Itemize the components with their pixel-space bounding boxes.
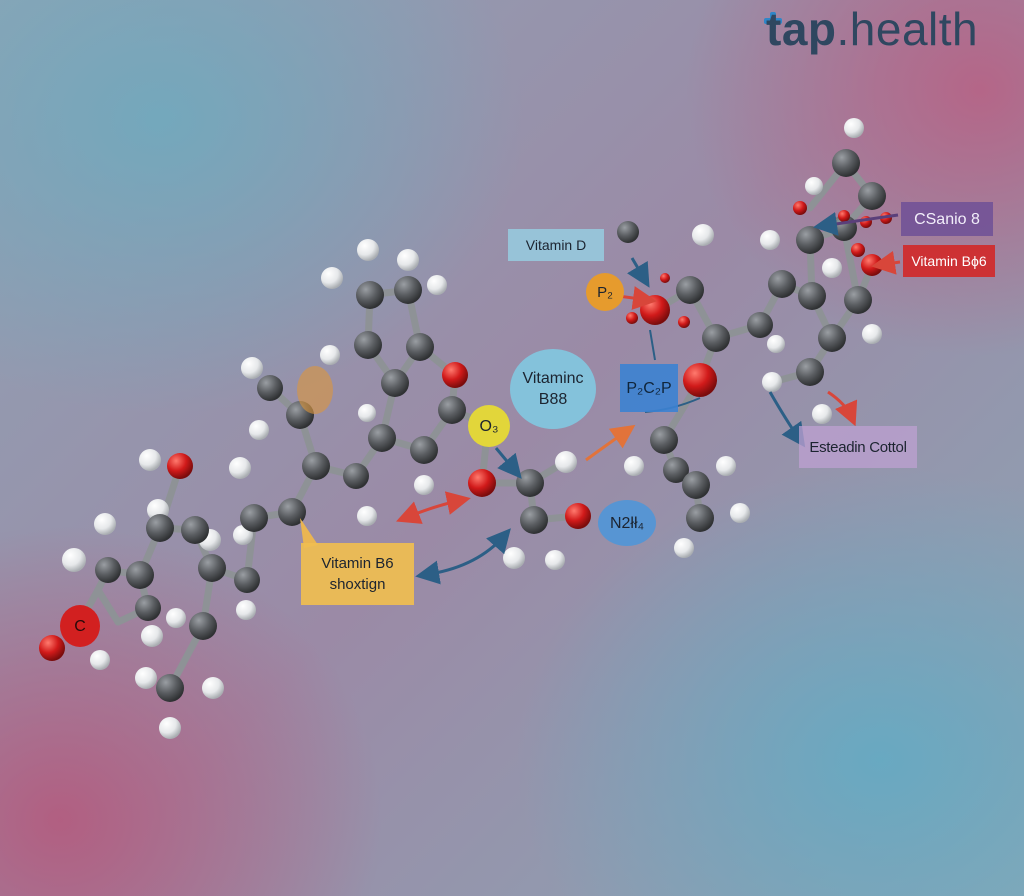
o3-atom-label: O₃ [468, 405, 510, 447]
atoms-carbon [95, 149, 886, 702]
vitamin-b6-callout-line2: shoxtign [329, 576, 386, 593]
callout-pointer [300, 518, 318, 548]
brand-logo: tap.health [762, 2, 1024, 62]
vitamin-b6-right-label: Vitamin Bϕ6 [903, 245, 995, 277]
csanio-label: CSanio 8 [901, 202, 993, 236]
vitamin-d-label: Vitamin D [508, 229, 604, 261]
vitamin-b6-callout-line1: Vitamin B6 [321, 555, 394, 572]
p2-atom-label: P₂ [586, 273, 624, 311]
atoms-hydrogen [62, 118, 882, 739]
atoms-oxygen [39, 201, 892, 661]
p2c2p-label: P₂C₂P [620, 364, 678, 412]
vitamin-b6-callout: Vitamin B6 shoxtign [301, 543, 414, 605]
plus-icon [764, 12, 782, 30]
orange-highlight [297, 366, 333, 414]
esteadin-cottol-label: Esteadin Cottol [799, 426, 917, 468]
vitaminc-bubble: Vitaminc B88 [510, 349, 596, 429]
n2-bubble: N2łł₄ [598, 500, 656, 546]
c-atom-label: C [60, 605, 100, 647]
vitaminc-line2: B88 [538, 391, 568, 408]
brand-wordmark: tap.health [766, 3, 979, 55]
vitaminc-line1: Vitaminc [522, 370, 584, 387]
